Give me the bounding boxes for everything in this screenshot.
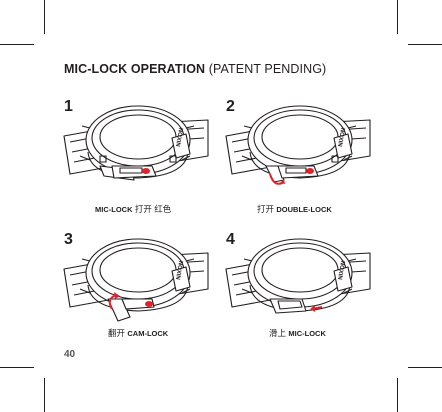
brand-label: NIXON — [176, 261, 185, 281]
caption-step-3: 翻开 CAM-LOCK — [108, 327, 168, 339]
step-number-2: 2 — [226, 98, 235, 115]
watch-drawing: NIXON — [225, 105, 371, 185]
watch-drawing: NIXON — [63, 238, 209, 322]
caption-step-4: 滑上 MIC-LOCK — [269, 327, 326, 339]
crop-mark — [408, 44, 442, 45]
caption-step-1: MIC-LOCK 打开 红色 — [95, 203, 171, 215]
brand-label: NIXON — [338, 128, 347, 148]
watch-drawing: NIXON — [225, 238, 371, 314]
caption-step-2: 打开 DOUBLE-LOCK — [257, 203, 332, 215]
brand-label: NIXON — [338, 261, 347, 281]
caption-text: 打开 红色 — [134, 204, 172, 214]
caption-strong: MIC-LOCK — [95, 205, 133, 214]
crop-mark — [0, 44, 34, 45]
watch-drawing: NIXON — [63, 105, 209, 181]
caption-strong: CAM-LOCK — [127, 329, 169, 338]
crop-mark — [397, 378, 398, 412]
crop-mark — [44, 378, 45, 412]
page-number: 40 — [64, 349, 76, 360]
caption-text: 打开 — [257, 204, 275, 214]
page-title: MIC-LOCK OPERATION (PATENT PENDING) — [64, 62, 326, 76]
caption-text: 翻开 — [108, 328, 126, 338]
title-bold: MIC-LOCK OPERATION — [64, 62, 206, 76]
caption-strong: DOUBLE-LOCK — [276, 205, 332, 214]
step-number-4: 4 — [226, 231, 235, 248]
crop-mark — [0, 367, 34, 368]
crop-mark — [408, 367, 442, 368]
watch-illustration-step-2: NIXON — [222, 92, 372, 202]
title-normal: (PATENT PENDING) — [208, 62, 327, 76]
crop-mark — [44, 0, 45, 34]
brand-label: NIXON — [176, 128, 185, 148]
watch-illustration-step-3: NIXON — [60, 225, 210, 335]
watch-illustration-step-4: NIXON — [222, 225, 372, 335]
caption-strong: MIC-LOCK — [288, 329, 326, 338]
step-number-3: 3 — [64, 231, 73, 248]
crop-mark — [397, 0, 398, 34]
caption-text: 滑上 — [269, 328, 287, 338]
watch-illustration-step-1: NIXON — [60, 92, 210, 202]
step-number-1: 1 — [64, 98, 73, 115]
